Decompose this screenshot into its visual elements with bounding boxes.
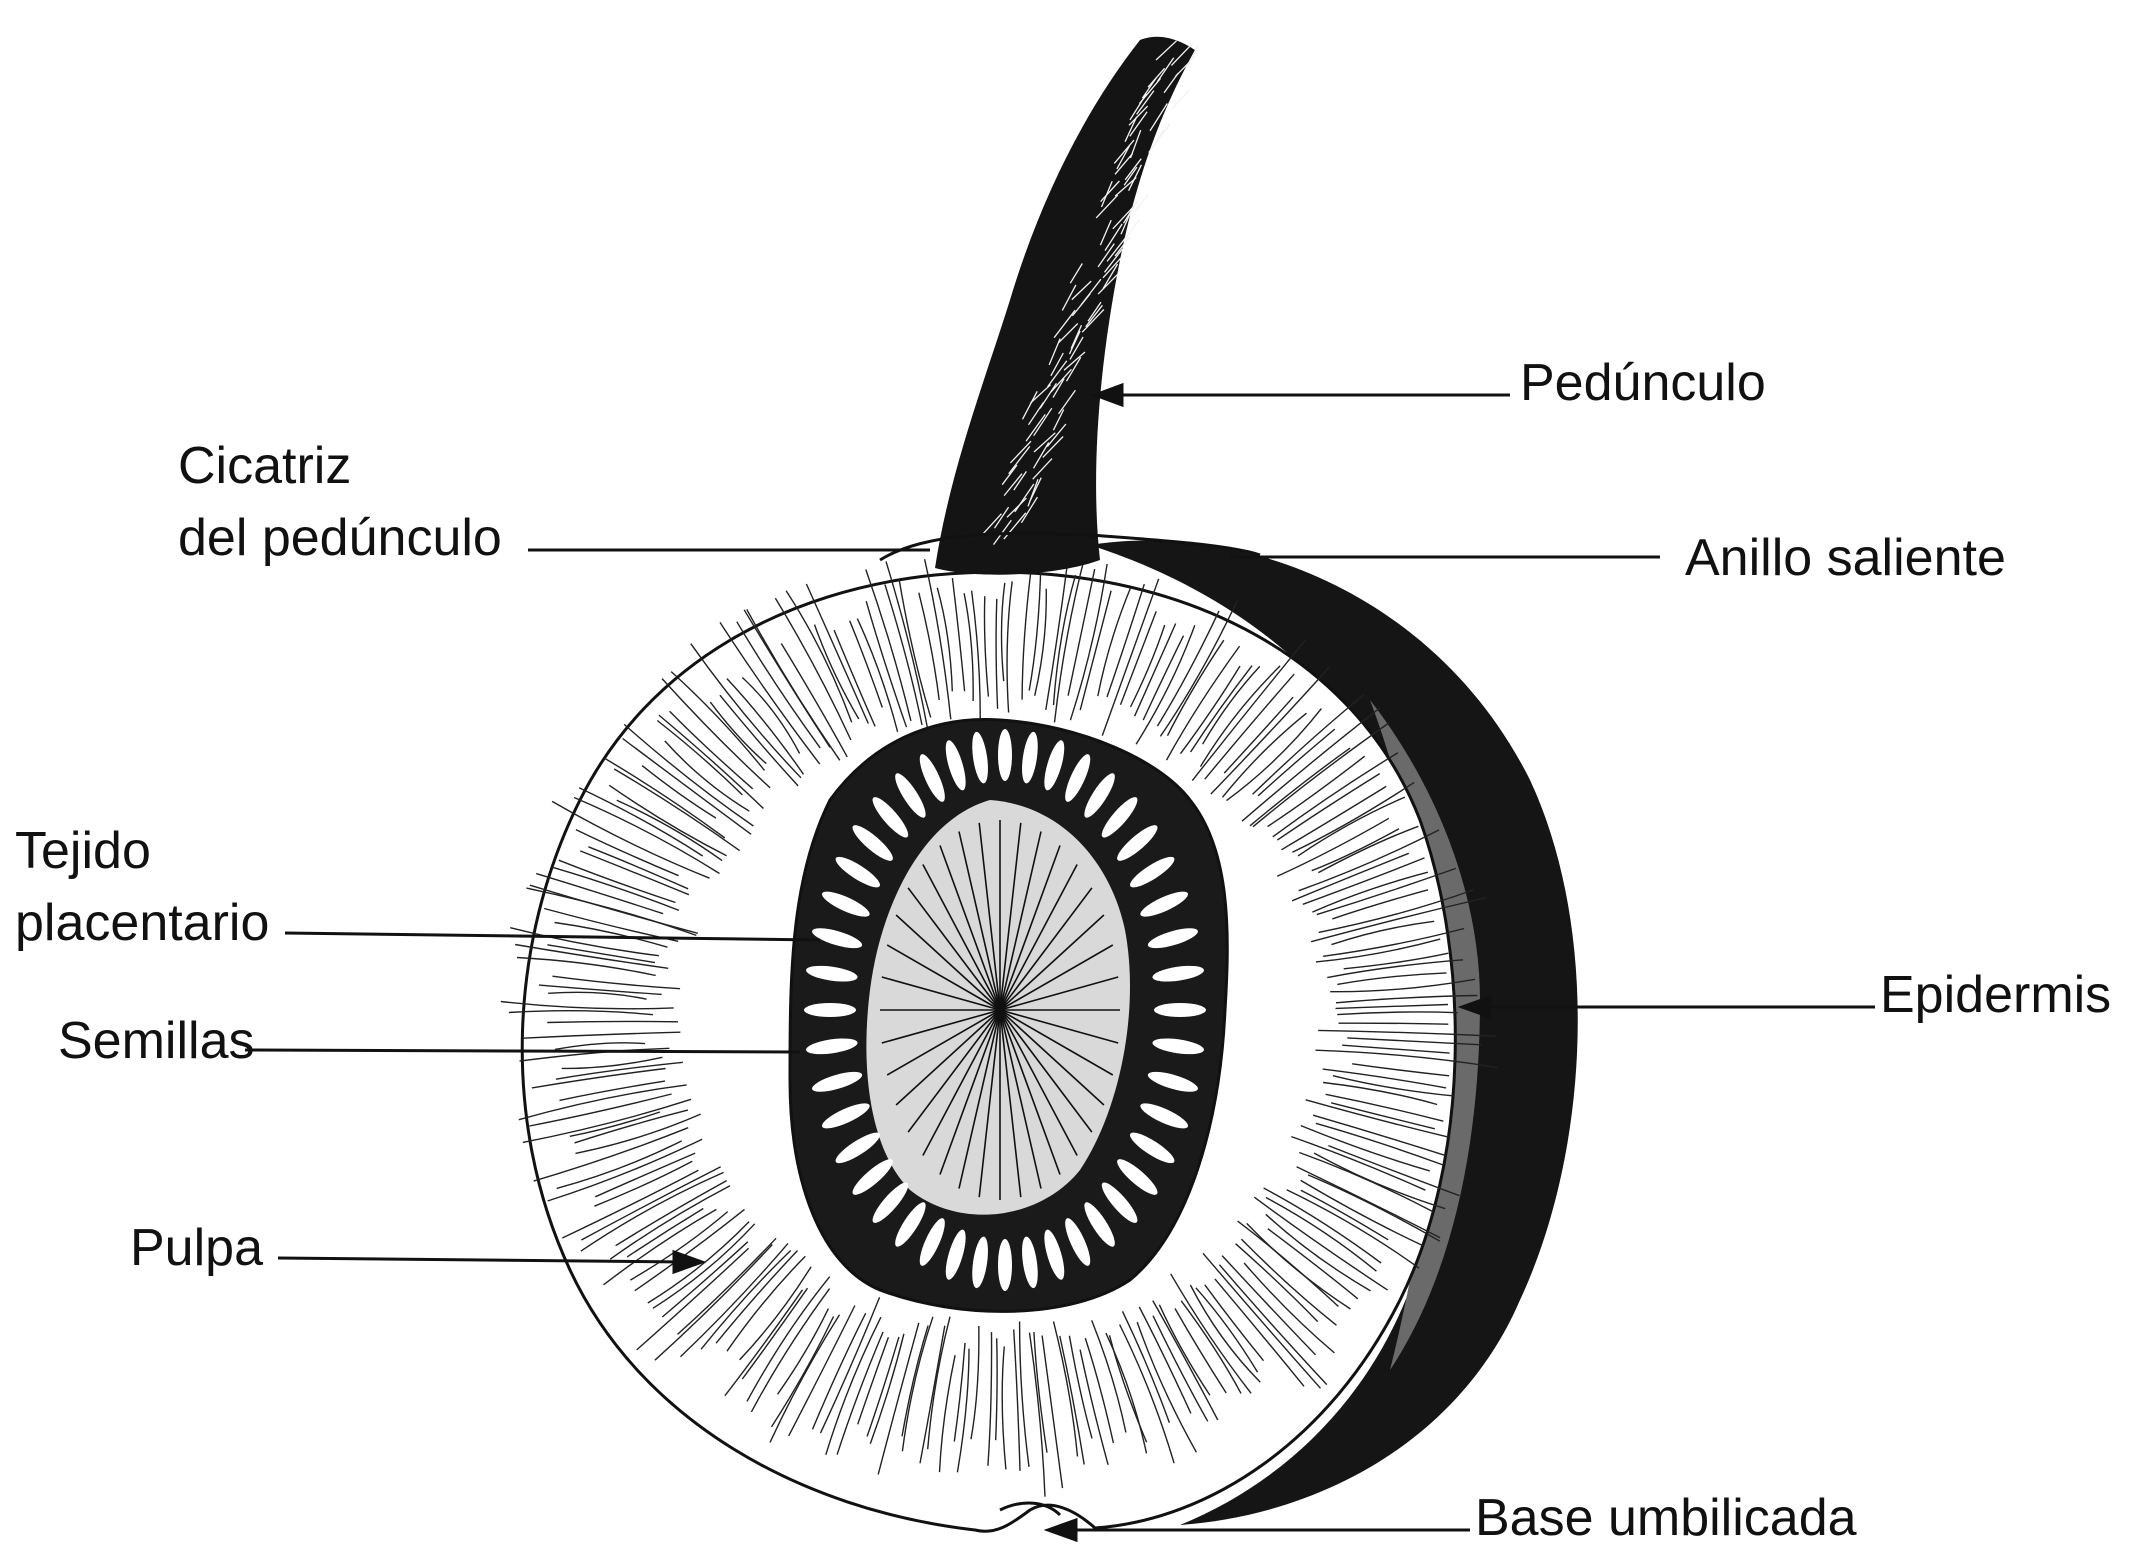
stem-hatch-stroke	[1172, 91, 1189, 109]
arrow-base	[1048, 1520, 1076, 1540]
fruit-illustration	[501, 37, 1578, 1532]
label-seeds: Semillas	[58, 1012, 255, 1070]
label-scar-line2: del pedúnculo	[178, 509, 502, 567]
seed	[998, 729, 1012, 781]
seed	[998, 1239, 1012, 1291]
seed	[804, 1003, 856, 1017]
label-pulp: Pulpa	[130, 1219, 263, 1277]
label-tissue-line2: placentario	[15, 894, 269, 952]
label-tissue-line1: Tejido	[15, 822, 151, 880]
label-peduncle: Pedúnculo	[1520, 354, 1766, 412]
label-ring: Anillo saliente	[1685, 529, 2006, 587]
label-epidermis: Epidermis	[1880, 966, 2111, 1024]
label-scar-line1: Cicatriz	[178, 437, 351, 495]
leader-seeds	[245, 1050, 800, 1052]
label-base: Base umbilicada	[1475, 1489, 1857, 1547]
seed	[1154, 1003, 1206, 1017]
